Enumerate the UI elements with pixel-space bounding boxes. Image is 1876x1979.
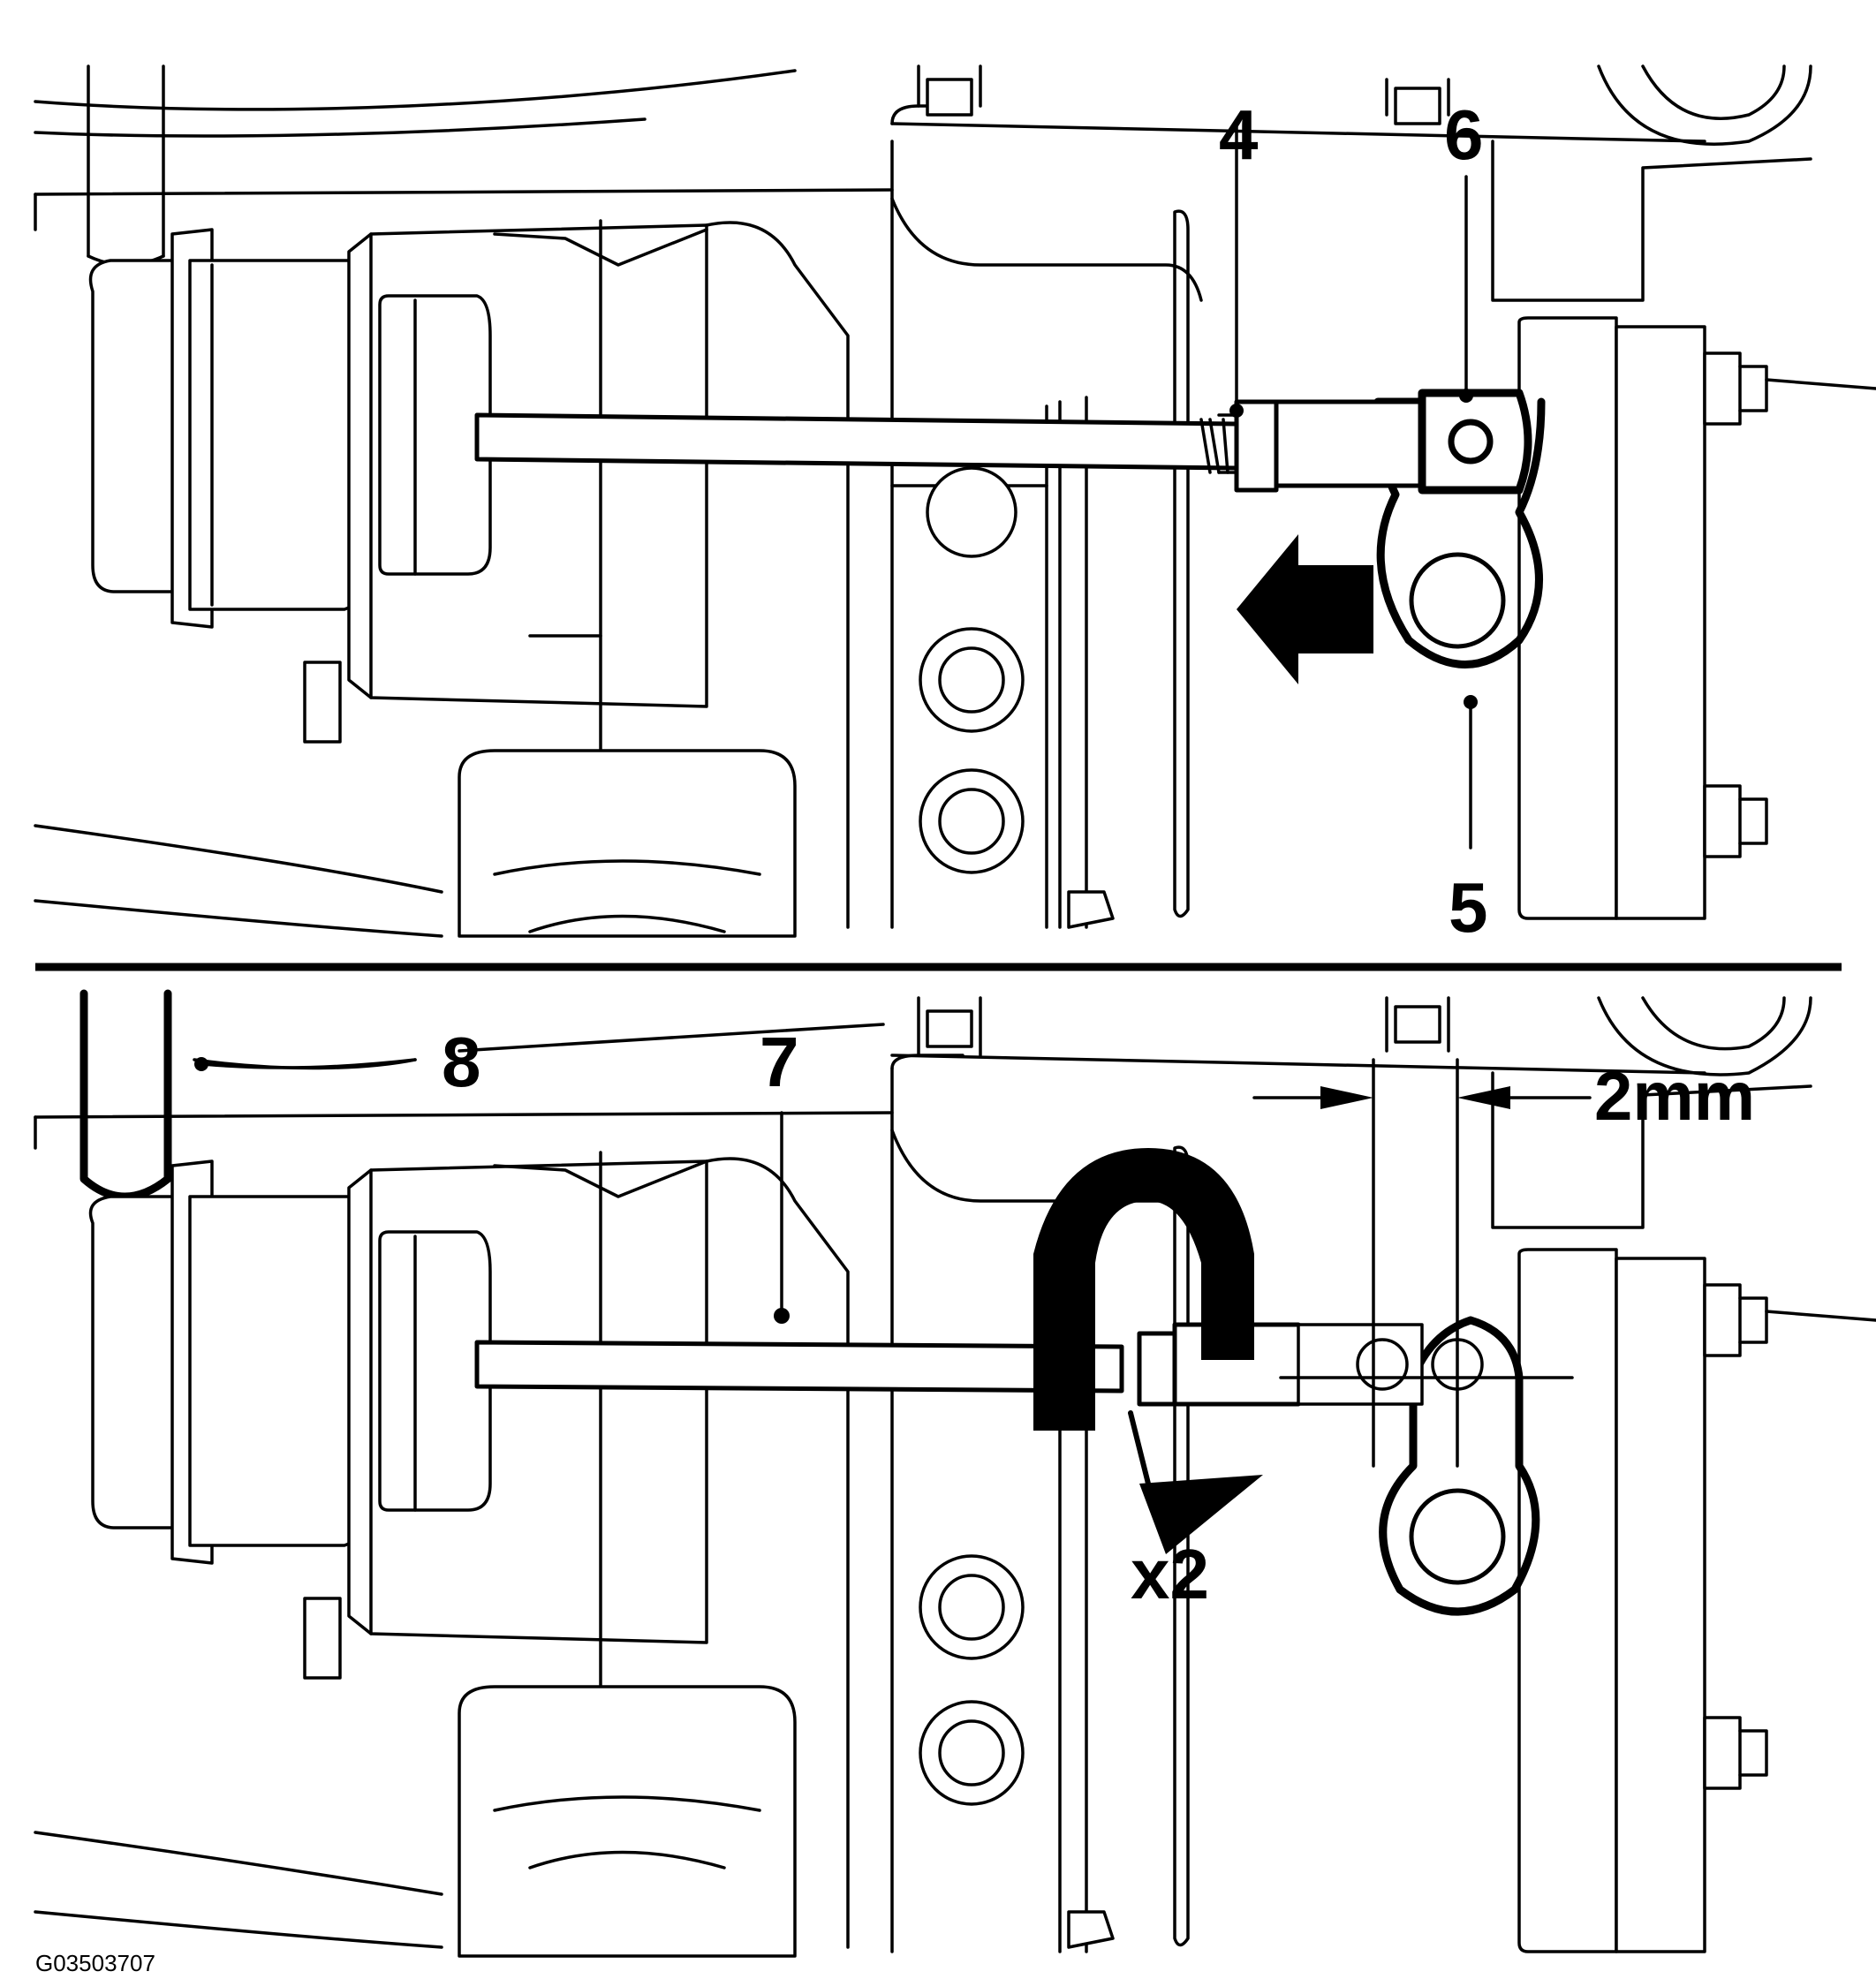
top-panel: 4 6 5	[34, 64, 1876, 947]
callout-7: 7	[760, 1023, 799, 1101]
callout-5: 5	[1449, 868, 1488, 947]
callout-4: 4	[1219, 95, 1259, 174]
callout-6: 6	[1444, 95, 1484, 174]
callout-8-dot	[194, 1057, 208, 1071]
dimension-2mm-label: 2mm	[1594, 1057, 1755, 1135]
figure-code: G03503707	[35, 1950, 155, 1976]
callout-8: 8	[442, 1023, 481, 1101]
callout-7-dot	[774, 1308, 790, 1324]
bottom-panel: 8 7 2mm x2	[34, 989, 1876, 1958]
rotation-count-label: x2	[1131, 1535, 1209, 1613]
